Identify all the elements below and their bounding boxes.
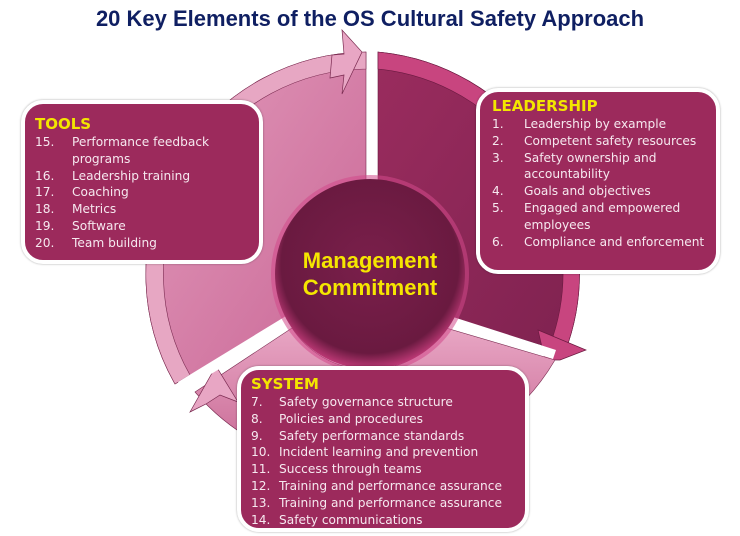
item-number: 5. <box>492 200 504 215</box>
item-text: Software <box>72 218 126 233</box>
tools-heading: TOOLS <box>35 115 92 133</box>
item-text: Training and performance assurance <box>279 495 502 510</box>
item-number: 20. <box>35 235 55 250</box>
system-box: SYSTEM 7. Safety governance structure 8. P… <box>237 366 529 532</box>
item-number: 2. <box>492 133 504 148</box>
diagram-title: 20 Key Elements of the OS Cultural Safet… <box>95 6 645 31</box>
item-number: 18. <box>35 202 55 217</box>
item-number: 4. <box>492 184 504 199</box>
arrow-right-icon <box>329 29 363 95</box>
item-text: Leadership training <box>72 168 191 183</box>
item-text: Safety ownership and accountability <box>524 150 657 182</box>
system-heading: SYSTEM <box>251 375 319 393</box>
item-number: 3. <box>492 150 504 165</box>
list-item: 17. Coaching <box>35 184 251 201</box>
item-text: Incident learning and prevention <box>279 445 479 460</box>
tools-list: 15. Performance feedback programs 16. Lead… <box>35 134 251 252</box>
list-item: 19. Software <box>35 218 251 235</box>
item-text: Success through teams <box>279 462 422 477</box>
system-list: 7. Safety governance structure 8. Policies… <box>251 394 519 528</box>
item-number: 15. <box>35 135 55 149</box>
list-item: 18. Metrics <box>35 201 251 218</box>
item-number: 7. <box>251 395 263 409</box>
item-number: 6. <box>492 234 504 249</box>
list-item: 20. Team building <box>35 235 251 252</box>
item-text: Goals and objectives <box>524 184 651 199</box>
arrow-up-left-icon <box>189 365 239 413</box>
list-item: 4. Goals and objectives <box>492 183 710 200</box>
item-text: Leadership by example <box>524 117 667 131</box>
list-item: 1. Leadership by example <box>492 116 710 133</box>
item-text: Compliance and enforcement <box>524 234 705 249</box>
item-text: Safety performance standards <box>279 428 465 443</box>
list-item: 8. Policies and procedures <box>251 411 519 428</box>
item-number: 10. <box>251 445 271 460</box>
item-text: Metrics <box>72 202 117 217</box>
leadership-heading: LEADERSHIP <box>492 97 598 115</box>
item-text: Policies and procedures <box>279 411 423 426</box>
list-item: 10. Incident learning and prevention <box>251 444 519 461</box>
item-number: 11. <box>251 462 271 477</box>
item-text: Team building <box>72 235 157 250</box>
item-text: Competent safety resources <box>524 133 697 148</box>
list-item: 15. Performance feedback programs <box>35 134 251 168</box>
item-text: Coaching <box>72 185 129 200</box>
item-number: 14. <box>251 512 271 527</box>
list-item: 2. Competent safety resources <box>492 133 710 150</box>
list-item: 13. Training and performance assurance <box>251 495 519 512</box>
center-label-line1: Management <box>302 248 438 273</box>
item-number: 12. <box>251 478 271 493</box>
item-text: Safety governance structure <box>279 395 453 409</box>
item-text: Safety communications <box>279 512 423 527</box>
item-number: 1. <box>492 117 504 131</box>
center-circle <box>275 179 465 369</box>
list-item: 3. Safety ownership and accountability <box>492 150 710 184</box>
list-item: 14. Safety communications <box>251 512 519 529</box>
item-number: 8. <box>251 411 263 426</box>
item-number: 13. <box>251 495 271 510</box>
list-item: 7. Safety governance structure <box>251 394 519 411</box>
list-item: 16. Leadership training <box>35 168 251 185</box>
tools-box: TOOLS 15. Performance feedback programs 1… <box>21 100 263 264</box>
item-number: 19. <box>35 218 55 233</box>
item-number: 9. <box>251 428 263 443</box>
management-commitment-hub: Management Commitment <box>274 178 466 370</box>
list-item: 6. Compliance and enforcement <box>492 234 710 251</box>
item-text: Performance feedback programs <box>72 135 210 166</box>
item-text: Training and performance assurance <box>279 478 502 493</box>
list-item: 5. Engaged and empowered employees <box>492 200 710 234</box>
item-number: 16. <box>35 168 55 183</box>
leadership-list: 1. Leadership by example 2. Competent safe… <box>492 116 710 250</box>
list-item: 9. Safety performance standards <box>251 428 519 445</box>
center-label-line2: Commitment <box>302 275 438 300</box>
item-number: 17. <box>35 185 55 200</box>
leadership-box: LEADERSHIP 1. Leadership by example 2. Com… <box>476 88 720 274</box>
item-text: Engaged and empowered employees <box>524 200 681 232</box>
list-item: 12. Training and performance assurance <box>251 478 519 495</box>
list-item: 11. Success through teams <box>251 461 519 478</box>
